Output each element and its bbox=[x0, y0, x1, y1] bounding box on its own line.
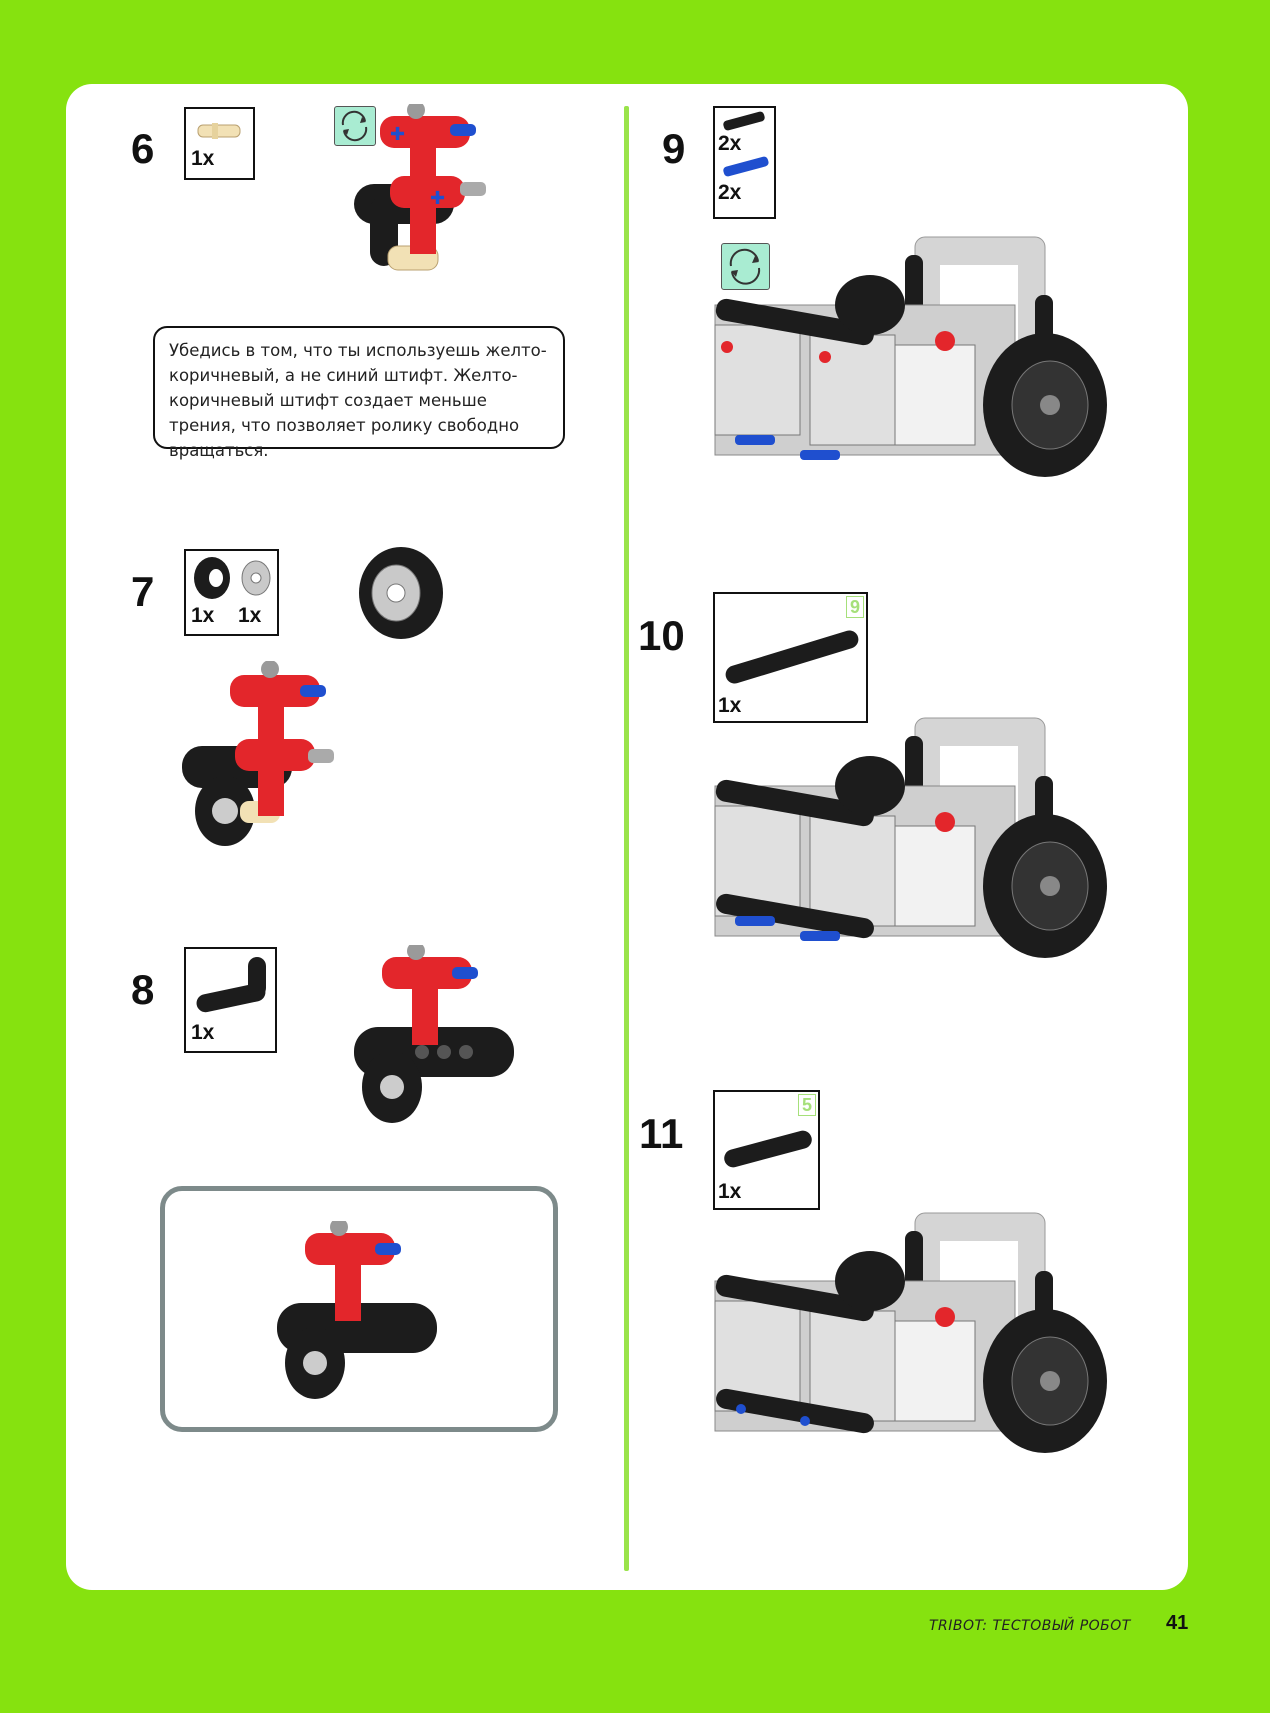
step-number: 7 bbox=[131, 568, 155, 615]
step-number: 11 bbox=[639, 1110, 684, 1157]
part-quantity: 2x bbox=[718, 132, 742, 155]
part-quantity: 1x bbox=[718, 1180, 742, 1203]
step-number: 8 bbox=[131, 966, 155, 1013]
parts-list: 2x 2x bbox=[713, 106, 776, 219]
svg-text:✚: ✚ bbox=[390, 124, 405, 145]
tire-and-hub-icon bbox=[194, 557, 271, 599]
beam-icon bbox=[725, 630, 859, 684]
completed-subassembly-illustration bbox=[277, 1221, 437, 1399]
step-11-robot-illustration bbox=[714, 1212, 1107, 1453]
completed-subassembly-box bbox=[160, 1186, 558, 1432]
step-7-model-illustration bbox=[182, 661, 334, 846]
part-quantity: 1x bbox=[238, 604, 262, 627]
svg-text:✚: ✚ bbox=[430, 188, 445, 209]
parts-list: 1x 1x bbox=[184, 549, 279, 636]
part-quantity: 2x bbox=[718, 181, 742, 204]
parts-list: 1x bbox=[184, 947, 277, 1053]
wheel-subassembly-illustration bbox=[359, 547, 443, 639]
blue-axle-pin-icon bbox=[723, 156, 769, 177]
column-divider bbox=[624, 106, 629, 1571]
step-6-model-illustration: ✚✚ bbox=[354, 104, 486, 271]
tan-pin-icon bbox=[197, 123, 241, 139]
part-quantity: 1x bbox=[718, 694, 742, 717]
step-8-model-illustration bbox=[354, 945, 514, 1123]
rotate-model-icon bbox=[334, 106, 376, 146]
beam-length-label: 9 bbox=[845, 596, 864, 618]
angled-beam-icon bbox=[196, 957, 266, 1013]
footer-chapter-title: TRIBOT: ТЕСТОВЫЙ РОБОТ bbox=[929, 1618, 1131, 1634]
step-number: 10 bbox=[638, 612, 685, 659]
part-quantity: 1x bbox=[191, 147, 215, 170]
beam-length-label: 5 bbox=[797, 1094, 816, 1116]
part-quantity: 1x bbox=[191, 1021, 215, 1044]
step-10-robot-illustration bbox=[714, 717, 1107, 958]
step-9-robot-illustration bbox=[714, 236, 1107, 477]
tip-callout: Убедись в том, что ты используешь желто-… bbox=[153, 326, 565, 460]
page-number: 41 bbox=[1166, 1612, 1189, 1634]
parts-list: 1x bbox=[184, 107, 255, 180]
step-number: 9 bbox=[662, 125, 686, 172]
black-pin-icon bbox=[723, 111, 765, 131]
beam-icon bbox=[724, 1130, 812, 1168]
step-number: 6 bbox=[131, 125, 155, 172]
rotate-model-icon bbox=[721, 243, 770, 290]
part-quantity: 1x bbox=[191, 604, 215, 627]
parts-list: 9 1x bbox=[713, 592, 868, 723]
parts-list: 5 1x bbox=[713, 1090, 820, 1210]
